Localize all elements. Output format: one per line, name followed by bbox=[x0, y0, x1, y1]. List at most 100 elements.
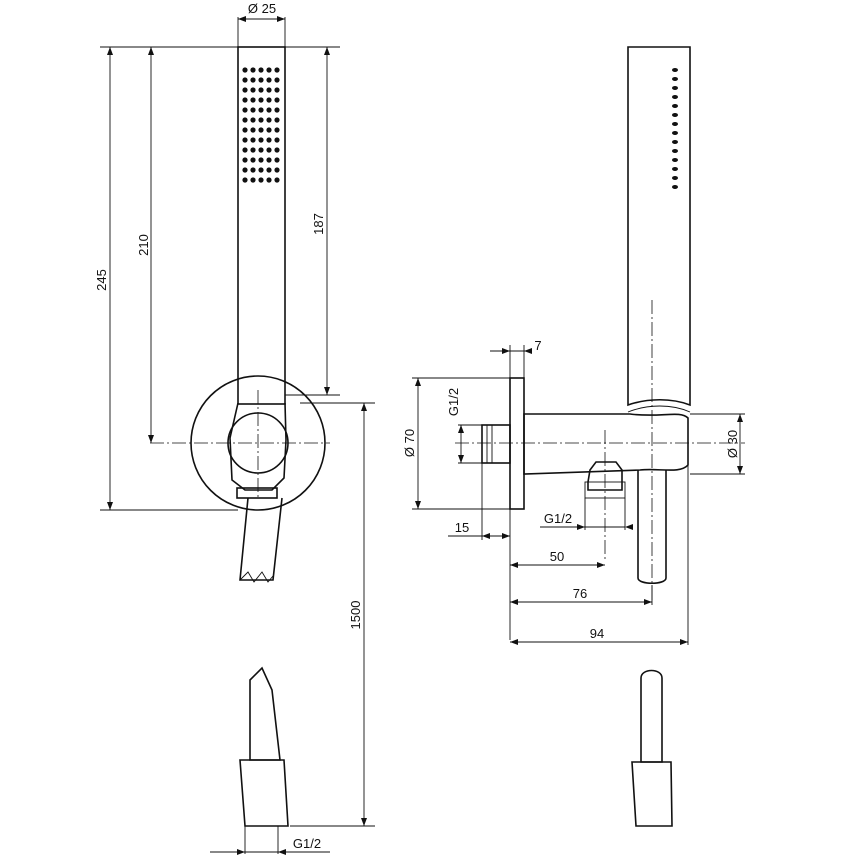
dim-outlet-offset: 50 bbox=[550, 549, 564, 564]
side-nozzle-dot bbox=[672, 122, 678, 126]
side-nozzle-dot bbox=[672, 95, 678, 99]
nozzle-dot bbox=[266, 87, 272, 93]
dim-inlet-thread: G1/2 bbox=[446, 388, 461, 416]
nozzle-dot bbox=[258, 167, 264, 173]
nozzle-dot bbox=[250, 167, 256, 173]
nozzle-dot bbox=[258, 107, 264, 113]
hose-side bbox=[637, 470, 667, 585]
hose-connector-front bbox=[236, 487, 278, 499]
side-nozzle-dot bbox=[672, 167, 678, 171]
side-nozzle-dot bbox=[672, 185, 678, 189]
dim-overall-height: 245 bbox=[94, 269, 109, 291]
dim-body-diameter: Ø 30 bbox=[725, 430, 740, 458]
nozzle-dot bbox=[250, 157, 256, 163]
nozzle-dot bbox=[242, 87, 248, 93]
dim-inlet-depth: 15 bbox=[455, 520, 469, 535]
nozzle-dot bbox=[242, 137, 248, 143]
hose-front bbox=[239, 497, 283, 581]
nozzle-dot bbox=[274, 67, 280, 73]
side-view bbox=[455, 46, 745, 827]
nozzle-dot bbox=[274, 107, 280, 113]
nozzle-dot bbox=[258, 137, 264, 143]
side-dimensions: 7 Ø 70 G1/2 15 G1/2 50 bbox=[402, 338, 745, 645]
side-nozzle-dot bbox=[672, 176, 678, 180]
nozzle-dot bbox=[258, 127, 264, 133]
nozzle-dot bbox=[274, 167, 280, 173]
nozzle-dot bbox=[242, 107, 248, 113]
dim-flange-diameter: Ø 70 bbox=[402, 429, 417, 457]
dim-hose-thread-front: G1/2 bbox=[293, 836, 321, 851]
dim-outlet-thread: G1/2 bbox=[544, 511, 572, 526]
dim-hose-length: 1500 bbox=[348, 601, 363, 630]
dim-handshower-diameter: Ø 25 bbox=[248, 1, 276, 16]
hose-end-side bbox=[640, 669, 663, 763]
hose-break-front bbox=[239, 571, 274, 583]
side-nozzle-dot bbox=[672, 113, 678, 117]
nozzle-dot bbox=[242, 127, 248, 133]
nozzle-dot bbox=[274, 137, 280, 143]
dim-total-projection: 94 bbox=[590, 626, 604, 641]
nozzle-dot bbox=[266, 137, 272, 143]
dim-holder-offset: 76 bbox=[573, 586, 587, 601]
nozzle-dot bbox=[250, 117, 256, 123]
nozzle-dot bbox=[250, 97, 256, 103]
nozzle-dot bbox=[242, 77, 248, 83]
nozzle-dot bbox=[274, 97, 280, 103]
holder-bracket-front bbox=[229, 402, 287, 491]
dim-height-to-axis: 210 bbox=[136, 234, 151, 256]
side-nozzle-dot bbox=[672, 140, 678, 144]
nozzle-dot bbox=[242, 67, 248, 73]
valve-body-side bbox=[523, 413, 689, 475]
nozzle-grid bbox=[242, 67, 280, 183]
nozzle-dot bbox=[274, 87, 280, 93]
dim-handshower-length: 187 bbox=[311, 213, 326, 235]
inlet-thread bbox=[481, 424, 511, 464]
nozzle-dot bbox=[242, 157, 248, 163]
nozzle-dot bbox=[250, 127, 256, 133]
hose-end-nut-side bbox=[631, 761, 673, 827]
nozzle-dot bbox=[274, 147, 280, 153]
dim-flange-thickness: 7 bbox=[534, 338, 541, 353]
side-nozzle-dot bbox=[672, 149, 678, 153]
nozzle-dot bbox=[242, 167, 248, 173]
nozzle-dot bbox=[250, 87, 256, 93]
nozzle-dot bbox=[266, 167, 272, 173]
nozzle-dot bbox=[250, 67, 256, 73]
side-nozzle-dot bbox=[672, 77, 678, 81]
nozzle-dot bbox=[274, 77, 280, 83]
outlet-connector bbox=[587, 461, 623, 491]
nozzle-dot bbox=[242, 177, 248, 183]
nozzle-dot bbox=[266, 67, 272, 73]
nozzle-dot bbox=[266, 177, 272, 183]
nozzle-dot bbox=[258, 117, 264, 123]
nozzle-dot bbox=[250, 107, 256, 113]
nozzle-dot bbox=[258, 97, 264, 103]
side-nozzles bbox=[672, 68, 678, 189]
nozzle-dot bbox=[274, 117, 280, 123]
front-view bbox=[150, 46, 330, 827]
nozzle-dot bbox=[258, 157, 264, 163]
nozzle-dot bbox=[266, 117, 272, 123]
nozzle-dot bbox=[250, 137, 256, 143]
side-nozzle-dot bbox=[672, 104, 678, 108]
nozzle-dot bbox=[258, 67, 264, 73]
handshower-side bbox=[627, 46, 691, 407]
nozzle-dot bbox=[258, 147, 264, 153]
nozzle-dot bbox=[250, 177, 256, 183]
nozzle-dot bbox=[242, 147, 248, 153]
nozzle-dot bbox=[250, 77, 256, 83]
side-nozzle-dot bbox=[672, 68, 678, 72]
nozzle-dot bbox=[274, 177, 280, 183]
side-nozzle-dot bbox=[672, 86, 678, 90]
nozzle-dot bbox=[250, 147, 256, 153]
nozzle-dot bbox=[242, 117, 248, 123]
wall-flange-side bbox=[509, 377, 525, 510]
nozzle-dot bbox=[258, 87, 264, 93]
front-dimensions: Ø 25 245 210 187 1500 G1/2 bbox=[94, 1, 375, 855]
nozzle-dot bbox=[266, 97, 272, 103]
nozzle-dot bbox=[266, 127, 272, 133]
nozzle-dot bbox=[274, 157, 280, 163]
nozzle-dot bbox=[266, 157, 272, 163]
nozzle-dot bbox=[266, 107, 272, 113]
